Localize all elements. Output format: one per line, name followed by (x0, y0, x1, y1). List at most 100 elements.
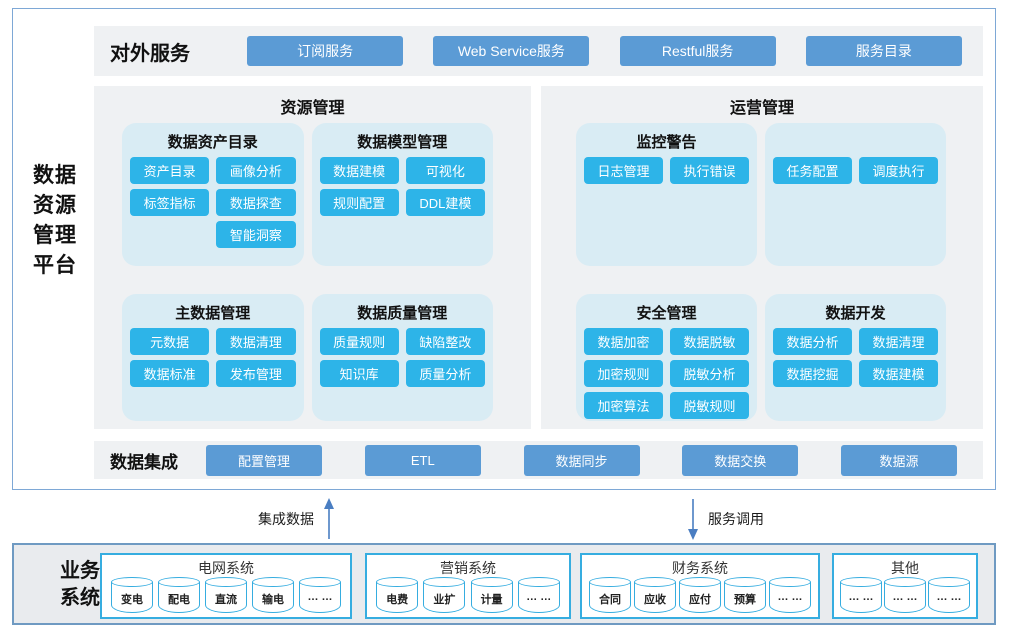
cylinder-top (423, 577, 466, 587)
resource-management-title: 资源管理 (280, 100, 345, 117)
cylinder-label: 计量 (480, 594, 503, 606)
database-cylinder: … … (299, 577, 341, 613)
cylinder-label: … … (848, 591, 874, 603)
card-data-model-management: 数据模型管理 数据建模 可视化 规则配置 DDL建模 (311, 123, 493, 266)
cylinder-top (679, 577, 721, 587)
cylinder-top (158, 577, 200, 587)
module-node: 脱敏规则 (670, 392, 749, 419)
external-services-buttons: 订阅服务 Web Service服务 Restful服务 服务目录 (214, 36, 983, 66)
module-node: 可视化 (405, 157, 485, 184)
cylinder-top (840, 577, 882, 587)
integration-node-etl: ETL (364, 444, 481, 476)
module-node: 知识库 (319, 360, 399, 387)
card-title: 监控警告 (636, 134, 697, 151)
cylinder-label: 应收 (644, 594, 666, 606)
data-integration-band: 数据集成 配置管理 ETL 数据同步 数据交换 数据源 (94, 441, 983, 479)
business-systems-container: 业务 系统 电网系统 变电 配电 直流 输电 … … 营销系统 电费 业扩 计量… (12, 543, 996, 625)
business-title-line: 业务 (60, 560, 100, 582)
service-node-restful: Restful服务 (619, 36, 776, 66)
cylinder-body (517, 582, 560, 613)
cylinder-top (252, 577, 294, 587)
group-grid-system: 电网系统 变电 配电 直流 输电 … … (100, 553, 352, 619)
cylinder-body (252, 582, 294, 613)
module-node: 任务配置 (773, 157, 852, 184)
database-cylinder: 直流 (205, 577, 247, 613)
card-title (773, 129, 938, 157)
database-cylinder: 应收 (634, 577, 676, 613)
cylinder-body (470, 582, 513, 613)
platform-title-line: 资源 (33, 194, 77, 217)
cylinder-label: 配电 (168, 594, 190, 606)
module-node: 数据探查 (216, 189, 296, 216)
cylinder-body (884, 582, 926, 613)
card-security-management: 安全管理 数据加密 数据脱敏 加密规则 脱敏分析 加密算法 (576, 294, 757, 421)
spacer (130, 221, 209, 248)
cylinder-label: 直流 (215, 594, 237, 606)
card-title: 安全管理 (636, 305, 697, 322)
cylinder-body (376, 582, 419, 613)
database-cylinder: … … (769, 577, 811, 613)
database-cylinder: 电费 (376, 577, 419, 613)
cylinder-label: 变电 (121, 594, 143, 606)
cylinder-top (376, 577, 419, 587)
card-master-data-management: 主数据管理 元数据 数据清理 数据标准 发布管理 (122, 294, 304, 421)
cylinder-label: … … (777, 591, 803, 603)
module-node: 调度执行 (859, 157, 938, 184)
module-node: 数据加密 (584, 328, 663, 355)
database-cylinder: … … (517, 577, 560, 613)
cylinder-top (928, 577, 970, 587)
cylinder-top (111, 577, 153, 587)
module-node: 发布管理 (216, 360, 296, 387)
group-title: 电网系统 (198, 560, 254, 576)
card-title: 主数据管理 (175, 305, 251, 322)
flow-up-label: 集成数据 (258, 511, 314, 527)
platform-title-line: 平台 (33, 254, 77, 277)
cylinder-label: 输电 (262, 594, 284, 606)
cylinder-body (589, 582, 631, 613)
cylinder-body (299, 582, 341, 613)
cylinder-label: 合同 (599, 594, 621, 606)
cylinder-label: … … (526, 591, 552, 603)
database-cylinder: … … (840, 577, 882, 613)
group-title: 财务系统 (672, 560, 728, 576)
flow-integration-data: 集成数据 (258, 497, 336, 541)
cylinder-top (724, 577, 766, 587)
group-title: 其他 (891, 560, 919, 576)
cylinder-body (111, 582, 153, 613)
module-node: 加密算法 (584, 392, 663, 419)
database-cylinder: 应付 (679, 577, 721, 613)
module-node: 规则配置 (319, 189, 399, 216)
service-node-webservice: Web Service服务 (433, 36, 590, 66)
arrow-up-icon (324, 498, 334, 539)
cylinder-body (158, 582, 200, 613)
card-title: 数据模型管理 (357, 134, 448, 151)
module-node: 数据建模 (319, 157, 399, 184)
database-cylinder: … … (884, 577, 926, 613)
module-node: 画像分析 (216, 157, 296, 184)
integration-node-sync: 数据同步 (523, 444, 640, 476)
integration-node-source: 数据源 (841, 444, 957, 476)
module-node: 数据标准 (130, 360, 210, 387)
cylinder-top (589, 577, 631, 587)
cylinder-label: 应付 (689, 594, 711, 606)
database-cylinder: 业扩 (423, 577, 466, 613)
group-marketing-system: 营销系统 电费 业扩 计量 … … (365, 553, 571, 619)
group-finance-system: 财务系统 合同 应收 应付 预算 … … (580, 553, 820, 619)
cylinder-body (679, 582, 721, 613)
platform-container: 数据 资源 管理 平台 对外服务 订阅服务 Web Service服务 Rest… (12, 8, 996, 490)
card-data-asset-catalog: 数据资产目录 资产目录 画像分析 标签指标 数据探查 (122, 123, 304, 266)
integration-node-config: 配置管理 (206, 444, 322, 476)
card-task-scheduling: 任务配置 调度执行 (765, 123, 946, 266)
cylinder-body (634, 582, 676, 613)
card-data-development: 数据开发 数据分析 数据清理 数据挖掘 数据建模 (765, 294, 946, 421)
module-node: 数据分析 (773, 328, 852, 355)
cylinder-top (517, 577, 560, 587)
database-cylinder: 预算 (724, 577, 766, 613)
business-title-line: 系统 (60, 587, 100, 609)
cylinder-label: 业扩 (433, 594, 456, 606)
module-node: 元数据 (130, 328, 210, 355)
platform-title-line: 数据 (33, 164, 77, 187)
module-node: 加密规则 (584, 360, 663, 387)
cylinder-body (928, 582, 970, 613)
